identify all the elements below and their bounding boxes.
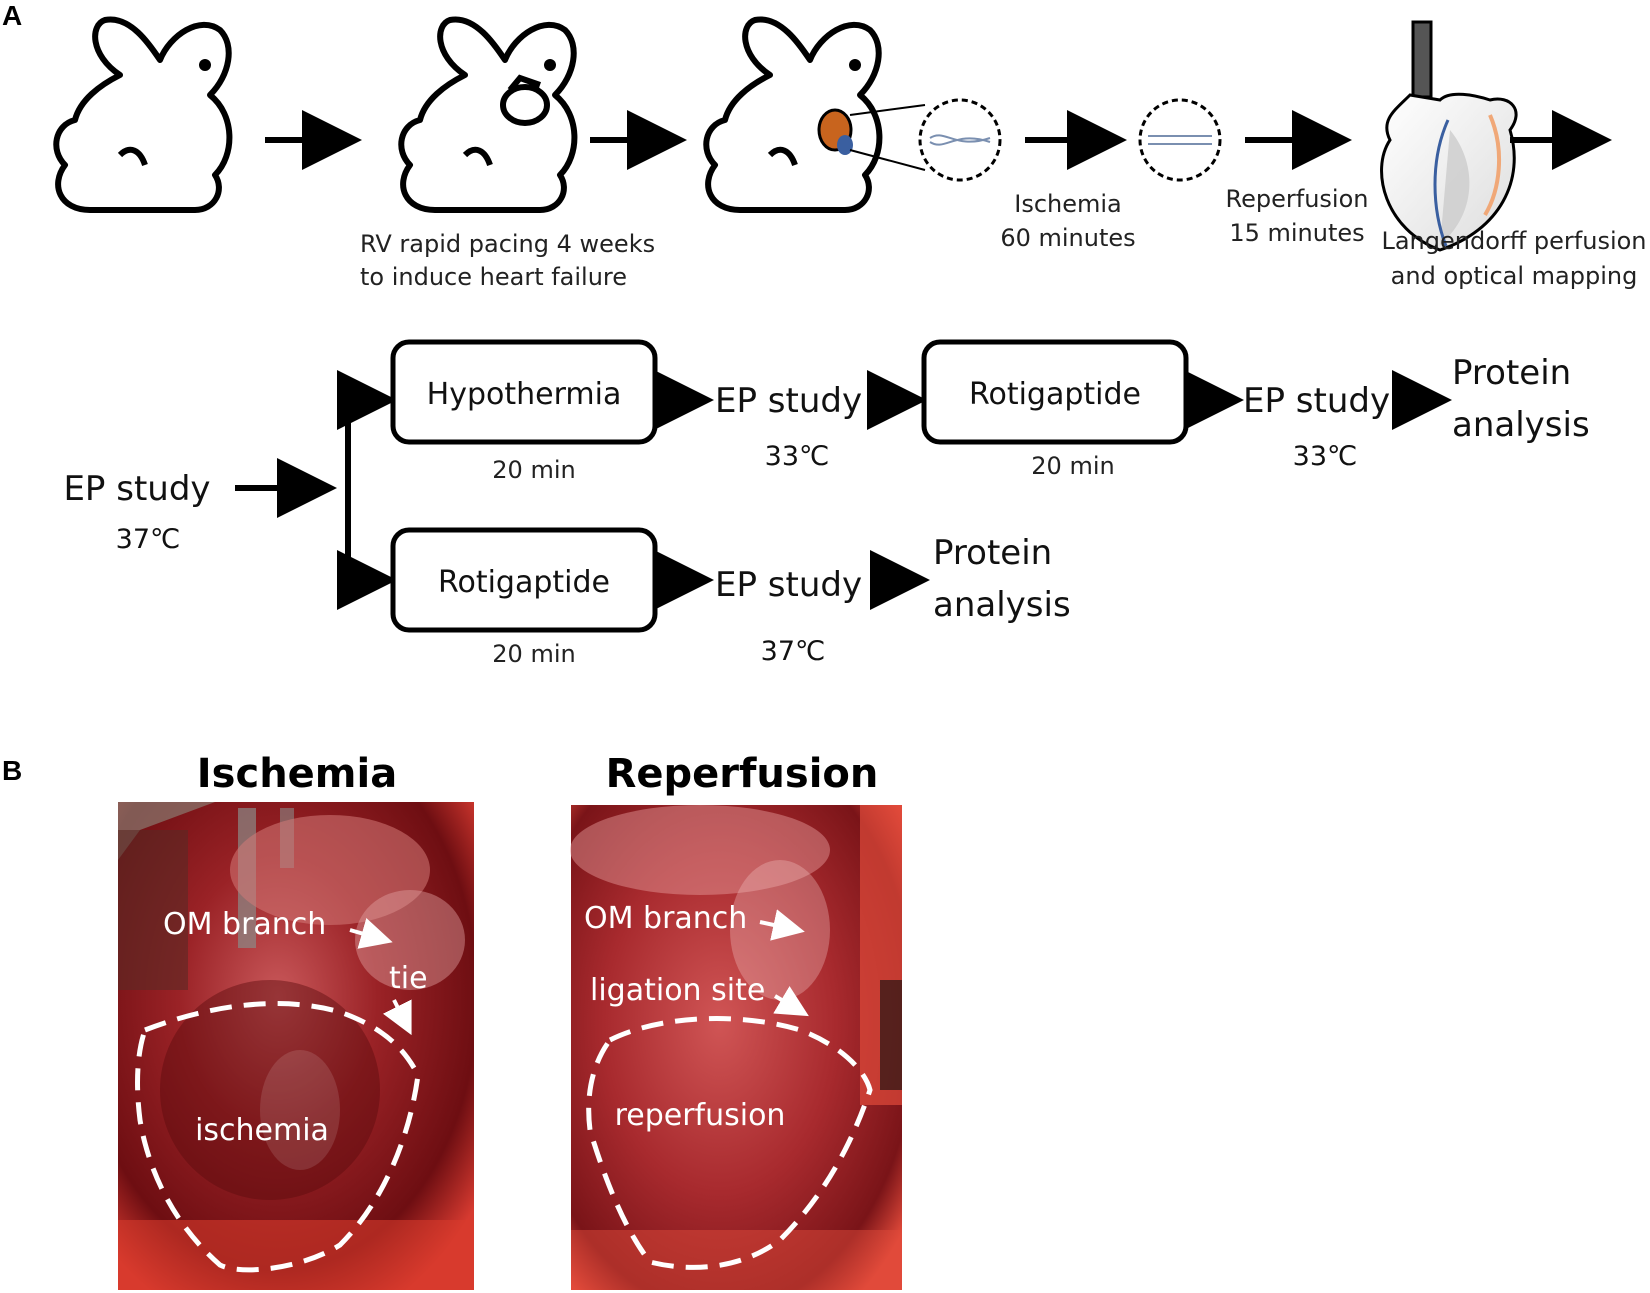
baseline-temp: 37℃ [116, 524, 181, 555]
protein-analysis-bottom-1: Protein [933, 533, 1052, 573]
ligation-site-arrow [773, 986, 809, 1017]
ischemia-region-label: ischemia [195, 1113, 329, 1148]
om-branch-label-left: OM branch [163, 907, 326, 942]
magnifier-icon [849, 98, 1002, 182]
heart-icon [817, 108, 853, 155]
panel-a-letter: A [2, 0, 22, 31]
ligation-site-label: ligation site [590, 973, 765, 1008]
langendorff-caption-line1: Langendorff perfusion [1381, 227, 1646, 255]
om-branch-label-right: OM branch [584, 901, 747, 936]
pacing-caption-line2: to induce heart failure [360, 263, 627, 291]
reperfusion-photo [570, 805, 902, 1290]
om-branch-arrow-left [349, 918, 393, 949]
om-branch-arrow-right [759, 909, 805, 941]
rotigaptide-time-bottom: 20 min [492, 640, 575, 668]
reperfusion-photo-title: Reperfusion [606, 751, 879, 797]
ep-study-top-1: EP study [715, 381, 862, 421]
ep-study-top-2: EP study [1243, 381, 1390, 421]
hypothermia-label: Hypothermia [427, 377, 622, 412]
ep-study-bottom: EP study [715, 565, 862, 605]
reperfusion-caption-line1: Reperfusion [1226, 185, 1369, 213]
langendorff-heart-icon [1380, 20, 1518, 252]
rotigaptide-label-top: Rotigaptide [969, 377, 1141, 412]
rabbit-icon [703, 16, 883, 213]
pacing-caption-line1: RV rapid pacing 4 weeks [360, 230, 655, 258]
rotigaptide-time-top: 20 min [1031, 452, 1114, 480]
ep-study-top-2-temp: 33℃ [1293, 441, 1358, 472]
ep-study-bottom-temp: 37℃ [761, 636, 826, 667]
protein-analysis-bottom-2: analysis [933, 585, 1071, 625]
langendorff-caption-line2: and optical mapping [1391, 262, 1638, 290]
reperfusion-caption-line2: 15 minutes [1229, 219, 1364, 247]
pacemaker-icon [500, 74, 550, 126]
tie-label: tie [389, 961, 428, 996]
baseline-ep-study: EP study [63, 469, 210, 509]
tie-arrow [382, 999, 412, 1036]
rabbit-icon [398, 16, 578, 213]
ischemia-caption-line2: 60 minutes [1000, 224, 1135, 252]
rotigaptide-label-bottom: Rotigaptide [438, 565, 610, 600]
protein-analysis-top-1: Protein [1452, 353, 1571, 393]
reperfusion-region-label: reperfusion [615, 1098, 786, 1133]
ep-study-top-1-temp: 33℃ [765, 441, 830, 472]
ischemia-caption-line1: Ischemia [1014, 190, 1122, 218]
hypothermia-time: 20 min [492, 456, 575, 484]
ischemia-photo-title: Ischemia [197, 751, 397, 797]
protein-analysis-top-2: analysis [1452, 405, 1590, 445]
ischemia-photo [118, 802, 474, 1290]
ligated-vessel-icon [1138, 98, 1222, 182]
rabbit-icon [53, 16, 233, 213]
panel-b-letter: B [2, 755, 22, 786]
